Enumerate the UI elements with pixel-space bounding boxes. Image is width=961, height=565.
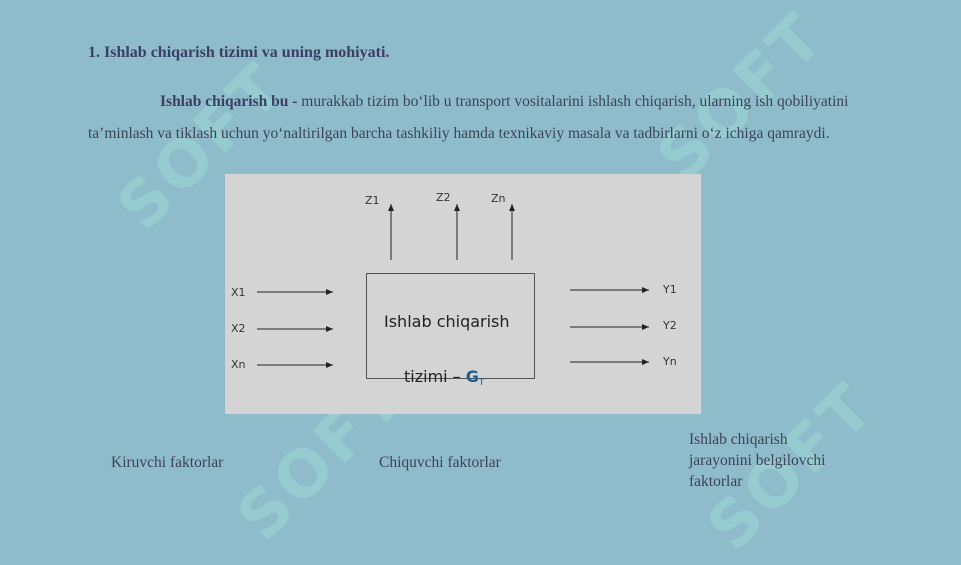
paragraph-bold-lead: Ishlab chiqarish bu - xyxy=(160,93,298,110)
process-caption-line: Ishlab chiqarish xyxy=(689,431,788,448)
production-system-diagram: X1 X2 Xn Y1 Y2 Yn Z1 Z2 Zn xyxy=(225,174,701,414)
inputs-caption: Kiruvchi faktorlar xyxy=(111,454,224,471)
section-heading: 1. Ishlab chiqarish tizimi va uning mohi… xyxy=(88,44,390,61)
input-label-x2: X2 xyxy=(231,322,246,335)
output-label-y2: Y2 xyxy=(663,319,677,332)
system-box-subtitle: tizimi – GT xyxy=(404,367,484,388)
output-label-yn: Yn xyxy=(663,355,677,368)
disturbance-label-z2: Z2 xyxy=(436,191,451,204)
input-label-xn: Xn xyxy=(231,358,246,371)
system-symbol: G xyxy=(465,367,479,386)
system-symbol-subscript: T xyxy=(478,378,485,388)
system-box-title: Ishlab chiqarish xyxy=(384,312,510,331)
definition-paragraph: Ishlab chiqarish bu - murakkab tizim bo‘… xyxy=(88,86,888,150)
outputs-caption: Chiquvchi faktorlar xyxy=(379,454,501,471)
diagram-arrows xyxy=(257,204,649,368)
process-caption-line: jarayonini belgilovchi xyxy=(689,452,826,469)
input-label-x1: X1 xyxy=(231,286,246,299)
output-label-y1: Y1 xyxy=(663,283,677,296)
paragraph-body: murakkab tizim bo‘lib u transport vosita… xyxy=(88,93,849,142)
disturbance-label-z1: Z1 xyxy=(365,194,380,207)
process-caption-line: faktorlar xyxy=(689,473,743,490)
system-box-prefix: tizimi – xyxy=(404,367,466,386)
disturbance-label-zn: Zn xyxy=(491,192,506,205)
production-system-box xyxy=(366,273,535,379)
process-factors-caption: Ishlab chiqarish jarayonini belgilovchi … xyxy=(689,429,825,492)
